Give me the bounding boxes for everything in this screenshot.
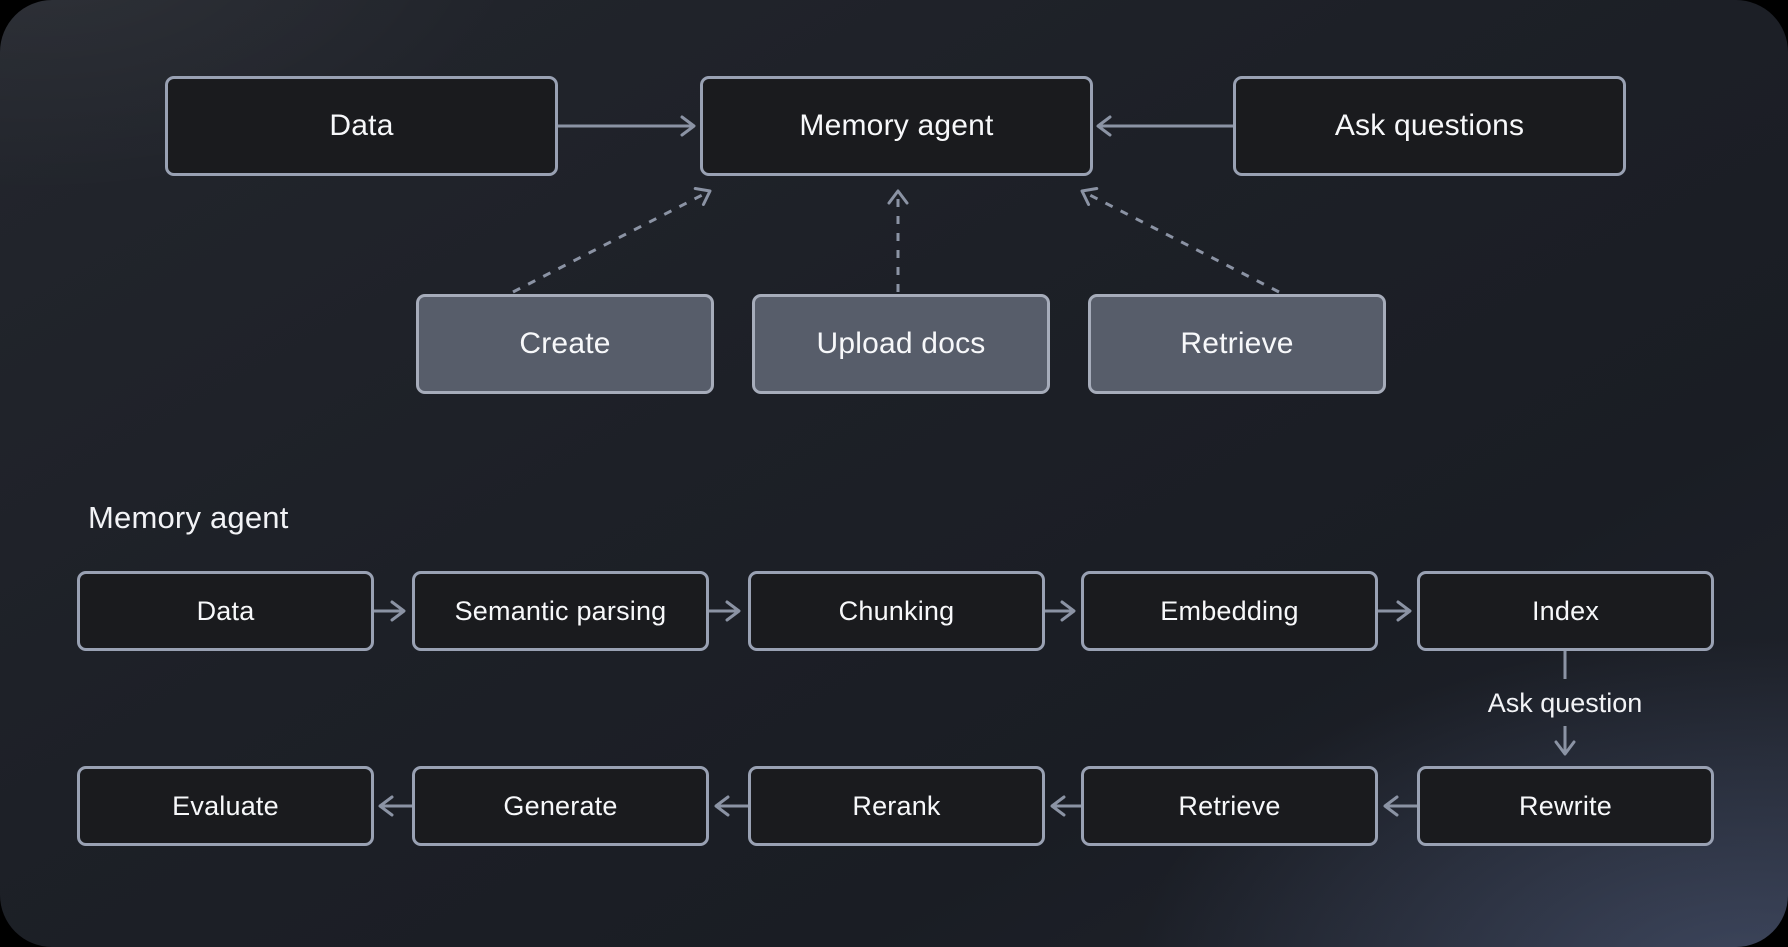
- node-generate: Generate: [412, 766, 709, 846]
- arrow-create-to-memory-agent: [512, 186, 712, 294]
- node-data-source: Data: [165, 76, 558, 176]
- node-rewrite: Rewrite: [1417, 766, 1714, 846]
- node-chunking-label: Chunking: [838, 595, 955, 626]
- node-generate-label: Generate: [503, 790, 618, 821]
- arrow-retrieve-to-memory-agent: [1080, 186, 1280, 294]
- node-rerank: Rerank: [748, 766, 1045, 846]
- node-create-label: Create: [519, 327, 611, 360]
- node-data-source-label: Data: [329, 109, 394, 142]
- node-chunking: Chunking: [748, 571, 1045, 651]
- node-upload-docs-label: Upload docs: [816, 327, 986, 360]
- node-embedding: Embedding: [1081, 571, 1378, 651]
- ask-question-connector-label: Ask question: [1487, 688, 1643, 718]
- node-evaluate-label: Evaluate: [172, 790, 279, 821]
- node-evaluate: Evaluate: [77, 766, 374, 846]
- node-index: Index: [1417, 571, 1714, 651]
- node-memory-agent-label: Memory agent: [799, 109, 994, 142]
- node-rerank-label: Rerank: [852, 790, 941, 821]
- node-retrieve-action-label: Retrieve: [1180, 327, 1294, 360]
- node-semantic-parsing-label: Semantic parsing: [454, 595, 667, 626]
- node-ask-questions-label: Ask questions: [1334, 109, 1525, 142]
- node-semantic-parsing: Semantic parsing: [412, 571, 709, 651]
- node-memory-agent: Memory agent: [700, 76, 1093, 176]
- node-pipeline-data-label: Data: [196, 595, 255, 626]
- detail-section-title: Memory agent: [88, 500, 289, 535]
- node-retrieve-action: Retrieve: [1088, 294, 1386, 394]
- node-create: Create: [416, 294, 714, 394]
- node-rewrite-label: Rewrite: [1519, 790, 1612, 821]
- node-pipeline-data: Data: [77, 571, 374, 651]
- node-retrieve-step-label: Retrieve: [1178, 790, 1281, 821]
- node-retrieve-step: Retrieve: [1081, 766, 1378, 846]
- node-embedding-label: Embedding: [1160, 595, 1299, 626]
- node-index-label: Index: [1531, 595, 1600, 626]
- node-upload-docs: Upload docs: [752, 294, 1050, 394]
- node-ask-questions: Ask questions: [1233, 76, 1626, 176]
